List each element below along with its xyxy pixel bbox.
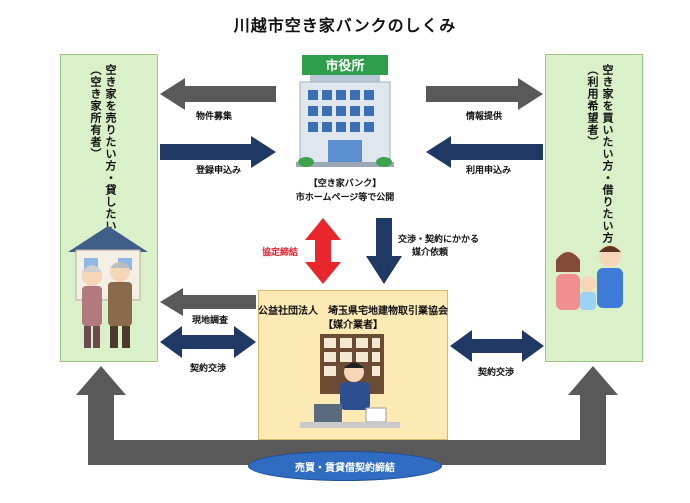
broker-illustration (300, 334, 400, 428)
broker-name: 公益社団法人 埼玉県宅地建物取引業協会 (258, 306, 448, 317)
buyer-label: 空き家を買いたい方・借りたい方 (601, 64, 614, 244)
negotiate-right-arrow (450, 330, 544, 362)
family-illustration (556, 245, 623, 310)
city-hall-caption-2: 市ホームページ等で公開 (295, 193, 395, 203)
city-hall-caption-1: 【空き家バンク】 (308, 179, 382, 189)
apply-label: 利用申込み (466, 166, 512, 176)
register-label: 登録申込み (196, 166, 242, 176)
request-label-1: 交渉・契約にかかる (398, 235, 480, 245)
info-label: 情報提供 (466, 112, 503, 122)
agreement-label: 協定締結 (262, 248, 299, 258)
city-hall-building (296, 55, 394, 167)
seller-label: 空き家を売りたい方・貸したい方 (104, 64, 117, 244)
request-arrow (366, 218, 402, 284)
info-arrow (426, 78, 543, 110)
broker-role: 【媒介業者】 (323, 320, 383, 331)
survey-arrow (160, 288, 256, 316)
negotiate-left-arrow (160, 326, 256, 358)
negotiate-left-label: 契約交渉 (190, 364, 227, 374)
recruit-label: 物件募集 (196, 112, 233, 122)
survey-label: 現地調査 (192, 316, 229, 326)
apply-arrow (426, 136, 543, 168)
recruit-arrow (160, 78, 276, 110)
negotiate-right-label: 契約交渉 (478, 368, 515, 378)
city-hall-sign: 市役所 (325, 58, 364, 74)
buyer-sublabel: （利用希望者） (586, 64, 599, 148)
buyer-box (545, 54, 643, 362)
agreement-arrow (305, 218, 341, 284)
diagram-title: 川越市空き家バンクのしくみ (233, 16, 457, 35)
contract-oval (248, 451, 442, 481)
contract-label: 売買・賃貸借契約締結 (295, 463, 395, 474)
elderly-couple-illustration (82, 262, 132, 348)
seller-sublabel: （空き家所有者） (89, 64, 102, 160)
register-arrow (160, 136, 276, 168)
contract-path-arrow (76, 366, 618, 465)
request-label-2: 媒介依頼 (412, 248, 449, 258)
